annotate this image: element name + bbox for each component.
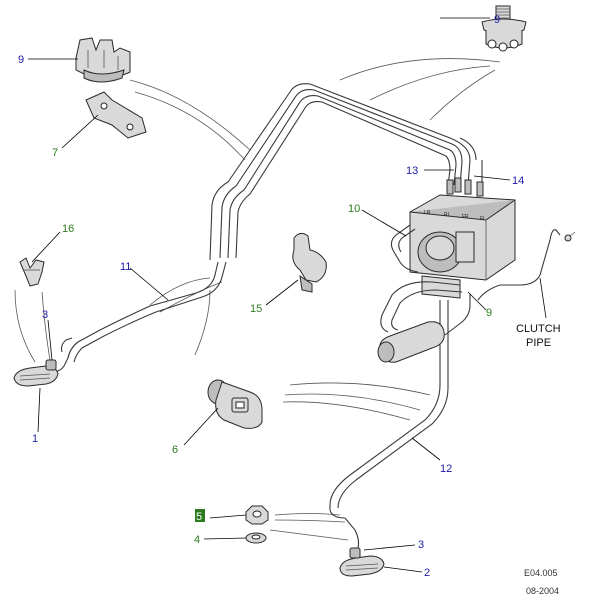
abs-modulator: LR RL FR FL — [409, 177, 516, 299]
callout-numbers: 9 9 7 16 11 3 1 6 13 14 10 9 15 12 5 4 3… — [18, 14, 524, 579]
washer-4 — [245, 532, 267, 544]
nut-5 — [245, 505, 269, 525]
pipe-clip-8-right — [481, 5, 527, 52]
clutch-pipe — [477, 229, 576, 301]
callout-14: 14 — [512, 175, 524, 187]
clip-15 — [292, 232, 327, 293]
callout-9: 9 — [486, 307, 492, 319]
reference-code: E04.005 — [524, 568, 558, 578]
reference-arcs — [14, 58, 501, 541]
leader-lines — [28, 17, 547, 573]
callout-8: 9 — [18, 54, 24, 66]
callout-16: 16 — [62, 223, 74, 235]
upper-pipe-bundle — [209, 83, 483, 261]
pipe-clip-16 — [19, 257, 45, 287]
modulator-port-labels: LR RL FR FL — [424, 210, 486, 222]
callout-12: 12 — [440, 463, 452, 475]
text-labels: CLUTCH PIPE E04.005 08-2004 — [516, 323, 561, 596]
callout-3: 3 — [42, 309, 48, 321]
clutch-pipe-label-line2: PIPE — [526, 337, 551, 349]
pipe-10 — [390, 224, 419, 273]
callout-1: 1 — [32, 433, 38, 445]
master-cylinder — [377, 321, 445, 363]
callout-6: 6 — [172, 444, 178, 456]
callout-4: 4 — [194, 534, 200, 546]
port-label: FL — [480, 216, 486, 222]
hose-fitting-right — [339, 547, 385, 577]
pipe-9 — [380, 281, 471, 336]
sensor-6 — [207, 379, 263, 429]
callout-3: 3 — [418, 539, 424, 551]
callout-5-highlight — [195, 509, 205, 522]
callout-10: 10 — [348, 203, 360, 215]
pipe-clip-8-left — [75, 37, 131, 83]
callout-11: 11 — [120, 261, 131, 273]
clutch-pipe-label-line1: CLUTCH — [516, 323, 561, 335]
hose-fitting-left — [13, 359, 59, 387]
port-label: RL — [444, 212, 451, 218]
pipe-11 — [51, 261, 227, 373]
pipe-12 — [329, 300, 449, 549]
callout-13: 13 — [406, 165, 418, 177]
callout-7: 7 — [52, 147, 58, 159]
reference-date: 08-2004 — [526, 586, 559, 596]
port-label: FR — [462, 214, 469, 220]
callout-8: 9 — [494, 14, 500, 26]
callout-15: 15 — [250, 303, 262, 315]
callout-5: 5 — [196, 511, 202, 523]
callout-2: 2 — [424, 567, 430, 579]
bracket-7 — [85, 91, 147, 139]
port-label: LR — [424, 210, 431, 216]
